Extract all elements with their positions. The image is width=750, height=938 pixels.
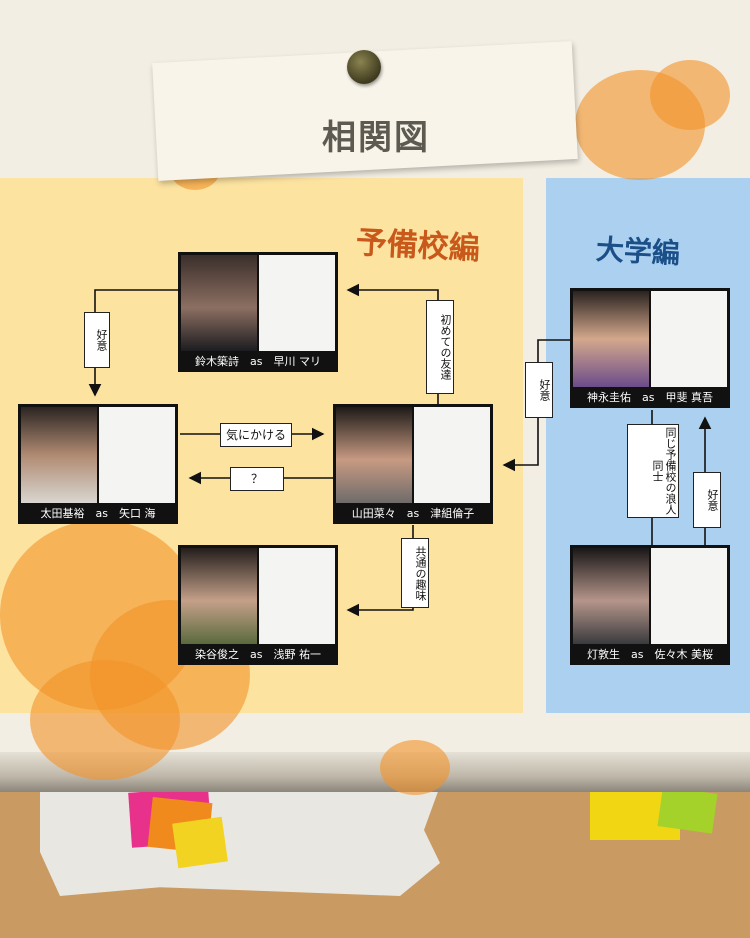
character-card-suzuki: 鈴木築詩 as 早川 マリ bbox=[178, 252, 338, 372]
relation-label-tomoshibi-kaminaga: 好意 bbox=[693, 472, 721, 528]
relation-label-ota-yamada: 気にかける bbox=[220, 423, 292, 447]
paint-splash bbox=[380, 740, 450, 795]
manga-portrait bbox=[259, 548, 335, 644]
relation-label-yamada-ota: ？ bbox=[230, 467, 284, 491]
character-caption: 神永圭佑 as 甲斐 真吾 bbox=[587, 391, 713, 404]
manga-portrait bbox=[651, 291, 727, 387]
character-caption: 灯敦生 as 佐々木 美桜 bbox=[587, 648, 713, 661]
manga-portrait bbox=[414, 407, 490, 503]
character-card-yamada: 山田菜々 as 津組倫子 bbox=[333, 404, 493, 524]
actor-photo bbox=[336, 407, 412, 503]
character-caption: 太田基裕 as 矢口 海 bbox=[40, 507, 156, 520]
manga-portrait bbox=[651, 548, 727, 644]
character-card-ota: 太田基裕 as 矢口 海 bbox=[18, 404, 178, 524]
relation-label-kaminaga-tomoshibi: 同じ予備校の浪人同士 bbox=[627, 424, 679, 518]
manga-portrait bbox=[259, 255, 335, 351]
paint-splash bbox=[30, 660, 180, 780]
actor-photo bbox=[181, 255, 257, 351]
character-card-tomoshibi: 灯敦生 as 佐々木 美桜 bbox=[570, 545, 730, 665]
character-caption: 染谷俊之 as 浅野 祐一 bbox=[195, 648, 321, 661]
torn-paper bbox=[40, 786, 440, 896]
character-card-someya: 染谷俊之 as 浅野 祐一 bbox=[178, 545, 338, 665]
actor-photo bbox=[21, 407, 97, 503]
actor-photo bbox=[573, 548, 649, 644]
character-caption: 山田菜々 as 津組倫子 bbox=[351, 507, 475, 520]
actor-photo bbox=[181, 548, 257, 644]
relation-label-kaminaga-yamada: 好意 bbox=[525, 362, 553, 418]
pushpin-icon bbox=[347, 50, 381, 84]
manga-portrait bbox=[99, 407, 175, 503]
character-caption: 鈴木築詩 as 早川 マリ bbox=[195, 355, 321, 368]
character-card-kaminaga: 神永圭佑 as 甲斐 真吾 bbox=[570, 288, 730, 408]
relation-label-suzuki-ota: 好意 bbox=[84, 312, 110, 368]
relation-label-yamada-suzuki: 初めての友達 bbox=[426, 300, 454, 394]
page-title: 相関図 bbox=[322, 118, 430, 158]
paint-splash bbox=[650, 60, 730, 130]
actor-photo bbox=[573, 291, 649, 387]
relation-label-yamada-someya: 共通の趣味 bbox=[401, 538, 429, 608]
